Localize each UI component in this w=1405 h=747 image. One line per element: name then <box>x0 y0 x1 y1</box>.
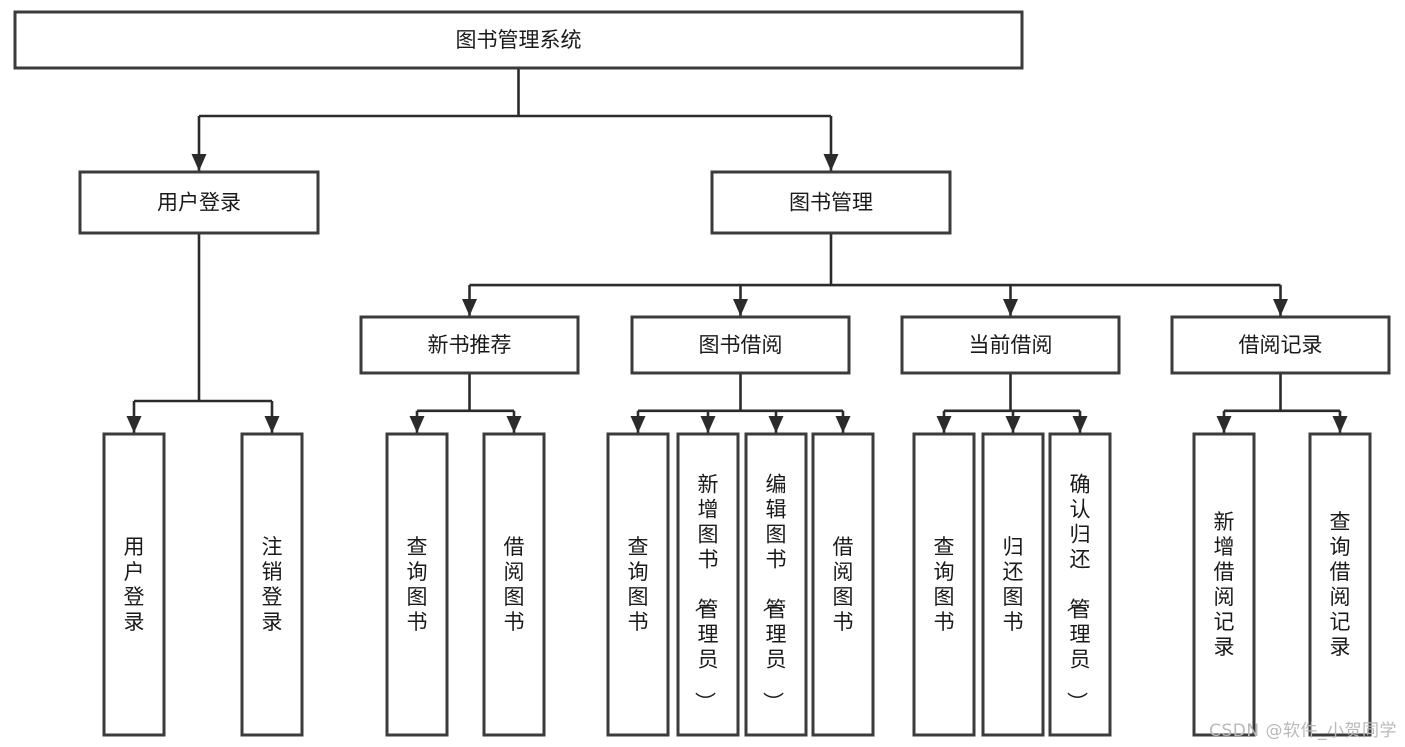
arrow-head-icon <box>506 416 522 433</box>
node-leaf-add-book-label: 新增图书（管理员） <box>693 473 719 713</box>
node-leaf-user-logout-label: 注销登录 <box>262 535 283 634</box>
arrow-head-icon <box>1003 299 1018 316</box>
node-borrow-record[interactable]: 借阅记录 <box>1170 315 1391 375</box>
arrow-head-icon <box>1216 416 1232 433</box>
node-leaf-query-book-rec[interactable]: 查询图书 <box>385 432 449 737</box>
node-leaf-edit-book-label: 编辑图书（管理员） <box>761 473 787 713</box>
arrow-head-icon <box>630 416 646 433</box>
arrow-head-icon <box>823 154 839 171</box>
node-leaf-add-borrow-record-box[interactable] <box>1192 432 1256 737</box>
node-leaf-borrow-book-box[interactable] <box>811 432 875 737</box>
node-new-book-rec-box[interactable] <box>359 315 580 375</box>
node-leaf-add-book-box[interactable] <box>676 432 740 737</box>
node-user-login-label: 用户登录 <box>157 191 241 215</box>
arrow-head-icon <box>768 416 784 433</box>
node-leaf-query-book-borrow-label: 查询图书 <box>628 535 649 634</box>
node-root[interactable]: 图书管理系统 <box>13 10 1024 70</box>
node-leaf-edit-book[interactable]: 编辑图书（管理员） <box>744 432 808 737</box>
node-leaf-borrow-book-rec-box[interactable] <box>482 432 546 737</box>
arrow-head-icon <box>1332 416 1348 433</box>
edge-group-current-borrow <box>936 373 1088 433</box>
node-leaf-borrow-book-rec-label: 借阅图书 <box>504 535 525 634</box>
node-leaf-return-book[interactable]: 归还图书 <box>981 432 1045 737</box>
arrow-head-icon <box>936 416 952 433</box>
node-new-book-rec-label: 新书推荐 <box>428 333 512 357</box>
edge-group-root <box>191 68 839 171</box>
node-borrow-record-label: 借阅记录 <box>1239 333 1323 357</box>
node-root-label: 图书管理系统 <box>456 28 582 52</box>
nodes-layer: 图书管理系统用户登录图书管理新书推荐图书借阅当前借阅借阅记录用户登录注销登录查询… <box>13 10 1391 737</box>
node-leaf-confirm-return-box[interactable] <box>1048 432 1112 737</box>
node-leaf-query-book-borrow[interactable]: 查询图书 <box>606 432 670 737</box>
node-leaf-borrow-book-rec[interactable]: 借阅图书 <box>482 432 546 737</box>
node-current-borrow-box[interactable] <box>900 315 1121 375</box>
arrow-head-icon <box>700 416 716 433</box>
node-book-manage-box[interactable] <box>710 170 952 235</box>
arrow-head-icon <box>126 416 142 433</box>
node-book-borrow-box[interactable] <box>630 315 851 375</box>
node-book-borrow-label: 图书借阅 <box>699 333 783 357</box>
node-leaf-user-login[interactable]: 用户登录 <box>102 432 166 737</box>
node-leaf-query-book-rec-label: 查询图书 <box>407 535 428 634</box>
arrow-head-icon <box>191 154 207 171</box>
node-leaf-query-book-cur-box[interactable] <box>912 432 976 737</box>
node-book-manage[interactable]: 图书管理 <box>710 170 952 235</box>
edge-group-borrow-record <box>1216 373 1348 433</box>
node-current-borrow[interactable]: 当前借阅 <box>900 315 1121 375</box>
arrow-head-icon <box>1072 416 1088 433</box>
node-borrow-record-box[interactable] <box>1170 315 1391 375</box>
arrow-head-icon <box>733 299 748 316</box>
node-leaf-borrow-book[interactable]: 借阅图书 <box>811 432 875 737</box>
node-leaf-query-book-cur[interactable]: 查询图书 <box>912 432 976 737</box>
arrow-head-icon <box>462 299 477 316</box>
node-leaf-query-borrow-record[interactable]: 查询借阅记录 <box>1308 432 1372 737</box>
node-user-login-box[interactable] <box>78 170 320 235</box>
arrow-head-icon <box>1005 416 1021 433</box>
node-leaf-user-logout-box[interactable] <box>240 432 304 737</box>
node-user-login[interactable]: 用户登录 <box>78 170 320 235</box>
node-leaf-query-borrow-record-label: 查询借阅记录 <box>1330 510 1351 659</box>
edge-group-new-book-rec <box>409 373 522 433</box>
node-current-borrow-label: 当前借阅 <box>969 333 1053 357</box>
node-leaf-user-logout[interactable]: 注销登录 <box>240 432 304 737</box>
node-leaf-return-book-box[interactable] <box>981 432 1045 737</box>
node-new-book-rec[interactable]: 新书推荐 <box>359 315 580 375</box>
node-book-manage-label: 图书管理 <box>789 191 873 215</box>
node-leaf-add-borrow-record[interactable]: 新增借阅记录 <box>1192 432 1256 737</box>
node-leaf-confirm-return-label: 确认归还（管理员） <box>1065 473 1091 713</box>
node-leaf-query-book-borrow-box[interactable] <box>606 432 670 737</box>
node-root-box[interactable] <box>13 10 1024 70</box>
node-leaf-add-book[interactable]: 新增图书（管理员） <box>676 432 740 737</box>
edges-layer <box>126 68 1348 433</box>
node-leaf-query-book-rec-box[interactable] <box>385 432 449 737</box>
edge-group-book-borrow <box>630 373 851 433</box>
node-leaf-add-borrow-record-label: 新增借阅记录 <box>1214 510 1235 659</box>
node-leaf-edit-book-box[interactable] <box>744 432 808 737</box>
arrow-head-icon <box>264 416 280 433</box>
edge-group-book-manage <box>462 233 1288 316</box>
node-leaf-user-login-label: 用户登录 <box>124 535 145 634</box>
node-leaf-confirm-return[interactable]: 确认归还（管理员） <box>1048 432 1112 737</box>
node-leaf-query-borrow-record-box[interactable] <box>1308 432 1372 737</box>
node-leaf-borrow-book-label: 借阅图书 <box>833 535 854 634</box>
node-book-borrow[interactable]: 图书借阅 <box>630 315 851 375</box>
arrow-head-icon <box>835 416 851 433</box>
node-leaf-return-book-label: 归还图书 <box>1003 535 1024 634</box>
edge-group-user-login <box>126 233 280 433</box>
node-leaf-user-login-box[interactable] <box>102 432 166 737</box>
arrow-head-icon <box>409 416 425 433</box>
arrow-head-icon <box>1273 299 1288 316</box>
node-leaf-query-book-cur-label: 查询图书 <box>934 535 955 634</box>
